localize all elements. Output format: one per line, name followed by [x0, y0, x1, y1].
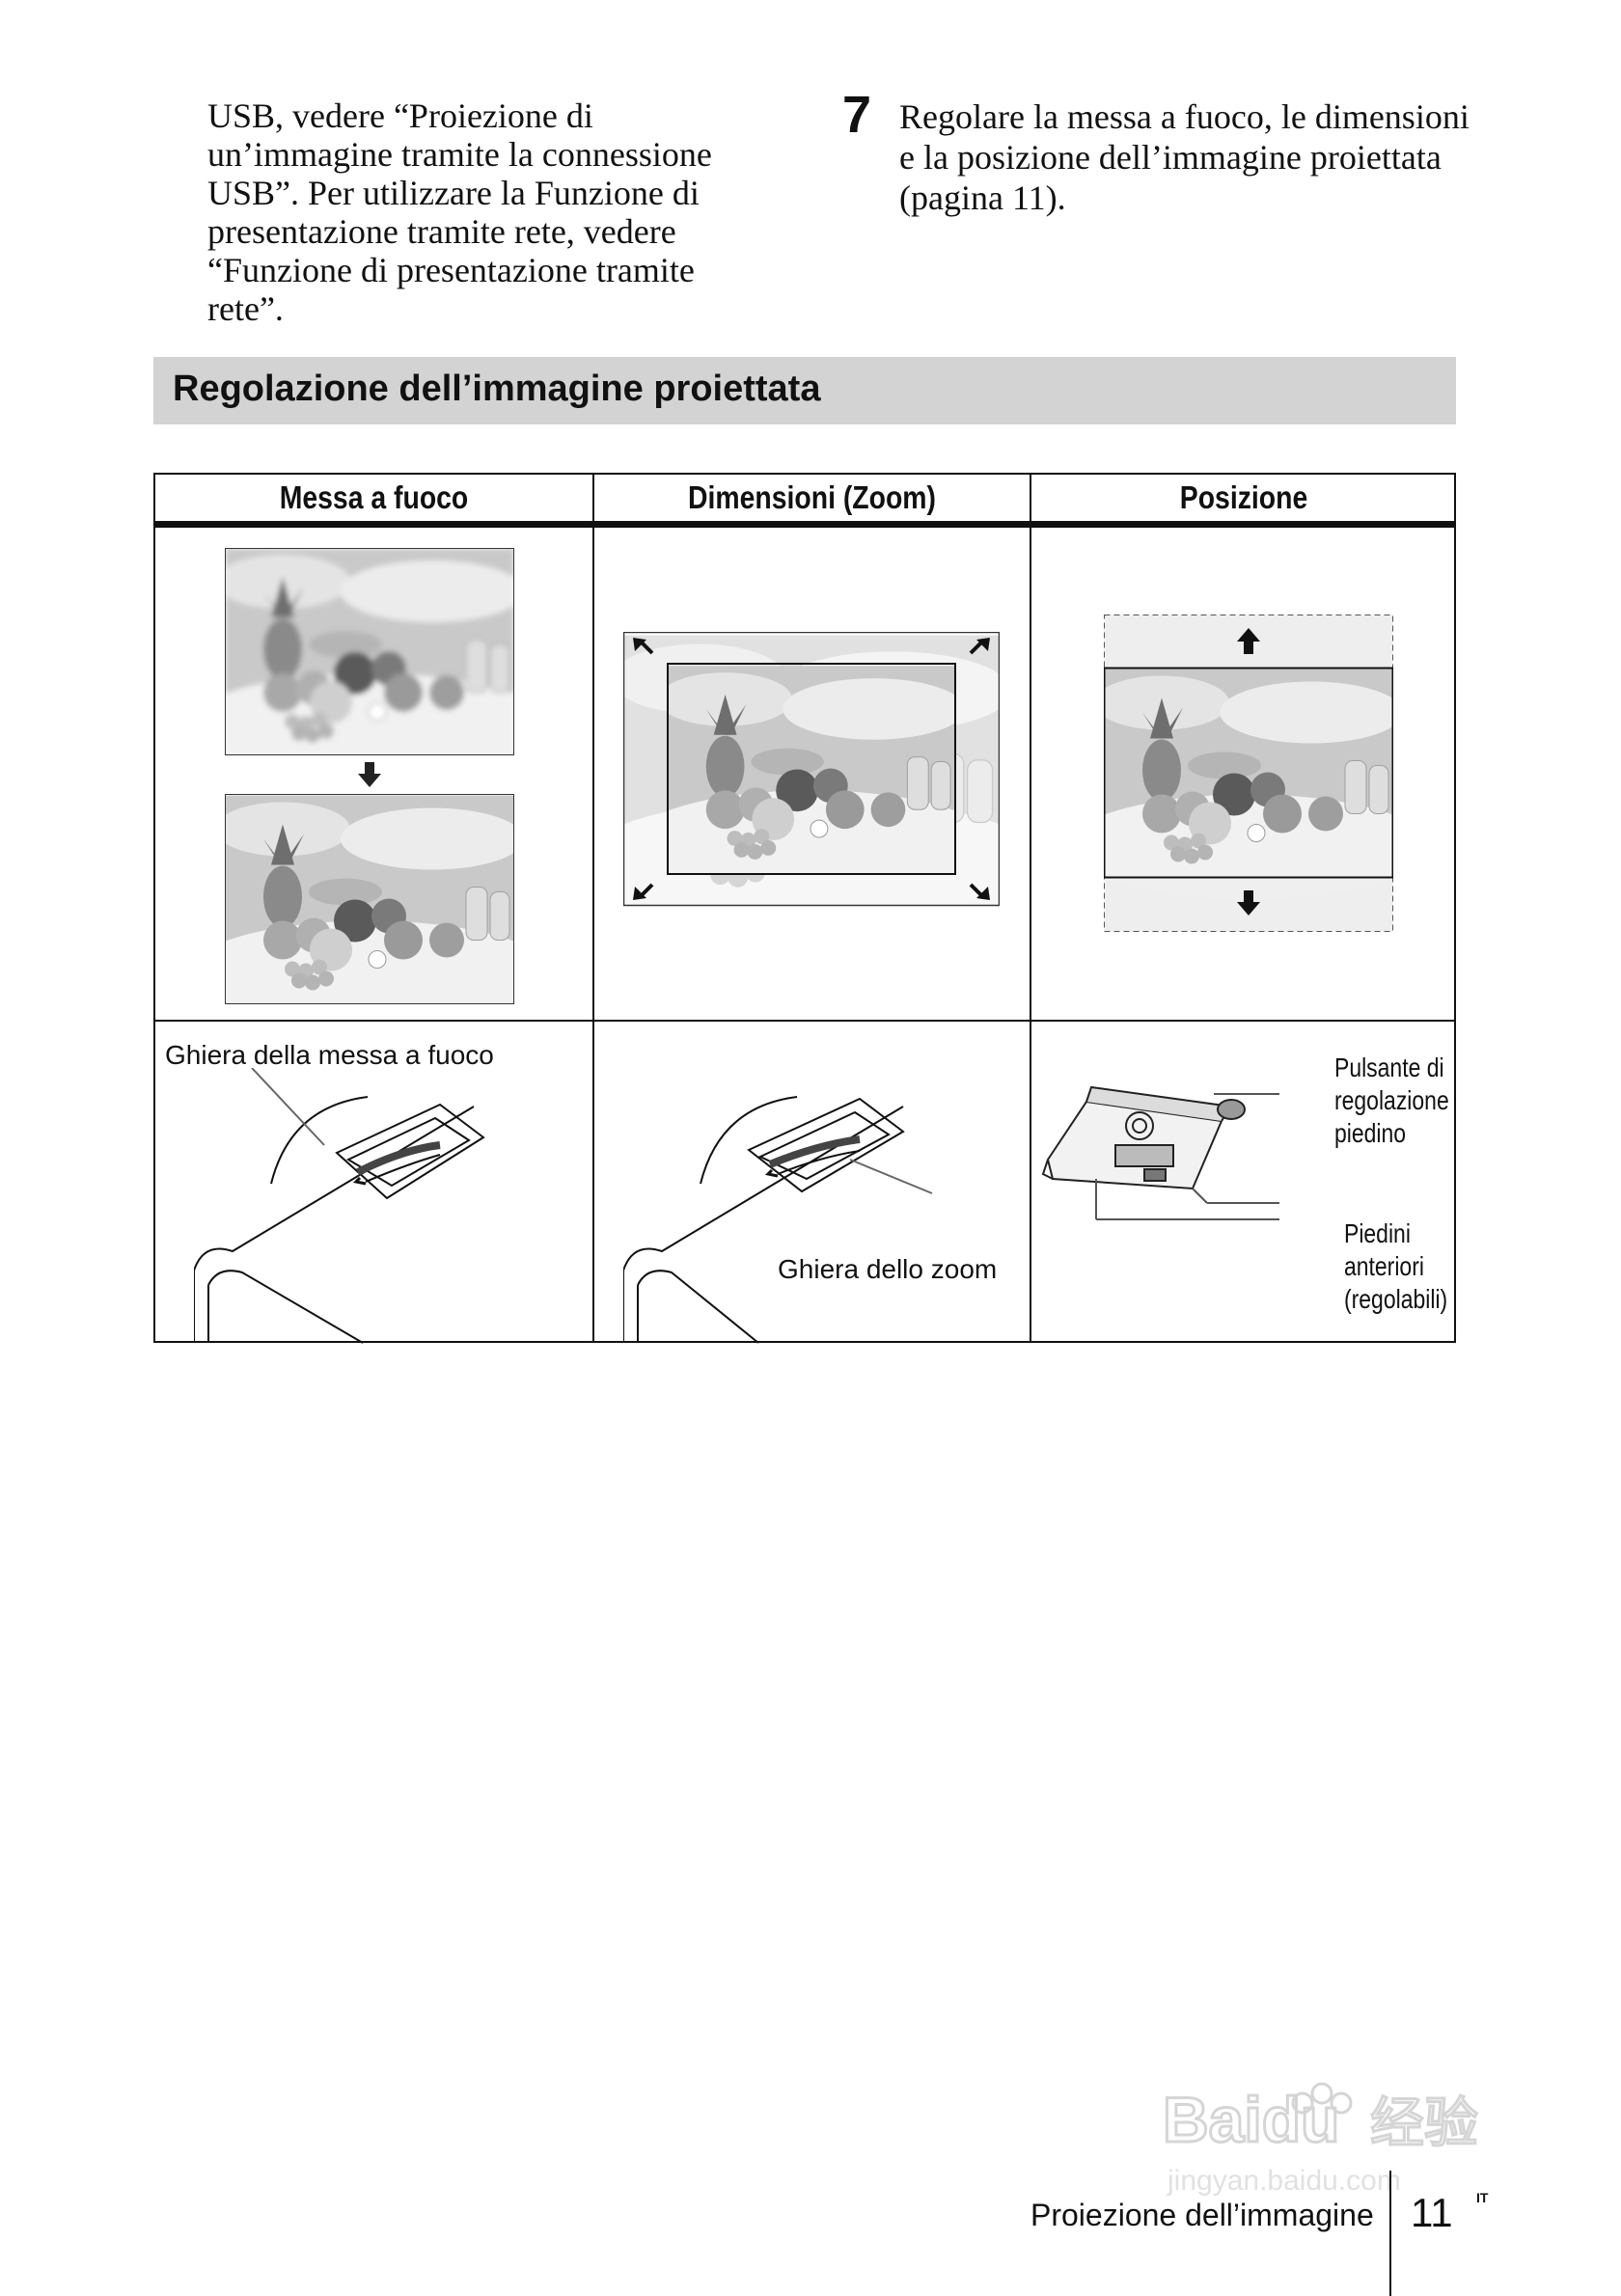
footer-section-name: Proiezione dell’immagine: [1030, 2198, 1374, 2233]
language-code: IT: [1476, 2190, 1488, 2205]
zoom-illustration: [623, 632, 1000, 912]
focused-image: [225, 795, 514, 1010]
front-feet-label: Piedini anteriori (regolabili): [1344, 1217, 1447, 1316]
page-number: 11: [1411, 2190, 1453, 2236]
adjustment-table: Messa a fuoco Dimensioni (Zoom) Posizion…: [153, 473, 1456, 1343]
focus-ring-drawing: [194, 1068, 541, 1353]
projector-feet-drawing: [1038, 1053, 1289, 1232]
section-header: Regolazione dell’immagine proiettata: [153, 357, 1456, 424]
footer-rule: [1389, 2171, 1391, 2296]
step-text: Regolare la messa a fuoco, le dimensioni…: [899, 96, 1478, 218]
zoom-ring-label: Ghiera dello zoom: [778, 1254, 997, 1285]
header-zoom: Dimensioni (Zoom): [625, 475, 1000, 521]
column-divider: [1030, 475, 1031, 1341]
header-position: Posizione: [1061, 475, 1426, 521]
blurred-image: [225, 548, 514, 779]
svg-text:经验: 经验: [1370, 2092, 1478, 2155]
foot-button-label: Pulsante di regolazione piedino: [1334, 1052, 1449, 1150]
zoom-ring-drawing: [623, 1068, 1029, 1353]
position-illustration: [1104, 615, 1393, 938]
arrow-down-icon: [358, 762, 381, 787]
section-title: Regolazione dell’immagine proiettata: [173, 369, 820, 410]
focus-illustration: [225, 548, 514, 1014]
row-divider: [155, 1020, 1454, 1022]
column-divider: [592, 475, 594, 1341]
intro-paragraph: USB, vedere “Proiezione di un’immagine t…: [207, 96, 748, 328]
svg-text:jingyan.baidu.com: jingyan.baidu.com: [1167, 2165, 1401, 2197]
header-rule: [155, 521, 1454, 528]
step-number: 7: [842, 85, 871, 145]
focus-ring-label: Ghiera della messa a fuoco: [165, 1040, 494, 1071]
header-focus: Messa a fuoco: [186, 475, 563, 521]
